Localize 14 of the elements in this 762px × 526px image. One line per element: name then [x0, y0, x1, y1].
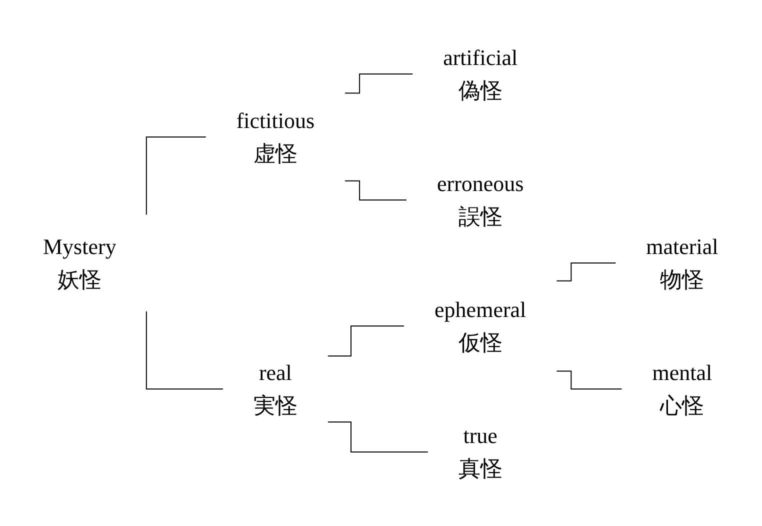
- node-text: true 真怪: [458, 423, 503, 481]
- node-text: real 実怪: [254, 360, 298, 418]
- node-text: ephemeral 仮怪: [434, 297, 527, 355]
- connector: [327, 326, 406, 356]
- node-text: mental 心怪: [652, 360, 713, 418]
- connector: [344, 180, 408, 200]
- node-text: erroneous 誤怪: [437, 171, 524, 229]
- node-text: material 物怪: [646, 234, 719, 292]
- connector: [556, 262, 618, 282]
- connector: [327, 422, 430, 452]
- connector: [556, 370, 624, 390]
- node-text: fictitious 虚怪: [236, 108, 315, 166]
- connector: [344, 74, 414, 94]
- node-text: artificial 偽怪: [443, 45, 518, 103]
